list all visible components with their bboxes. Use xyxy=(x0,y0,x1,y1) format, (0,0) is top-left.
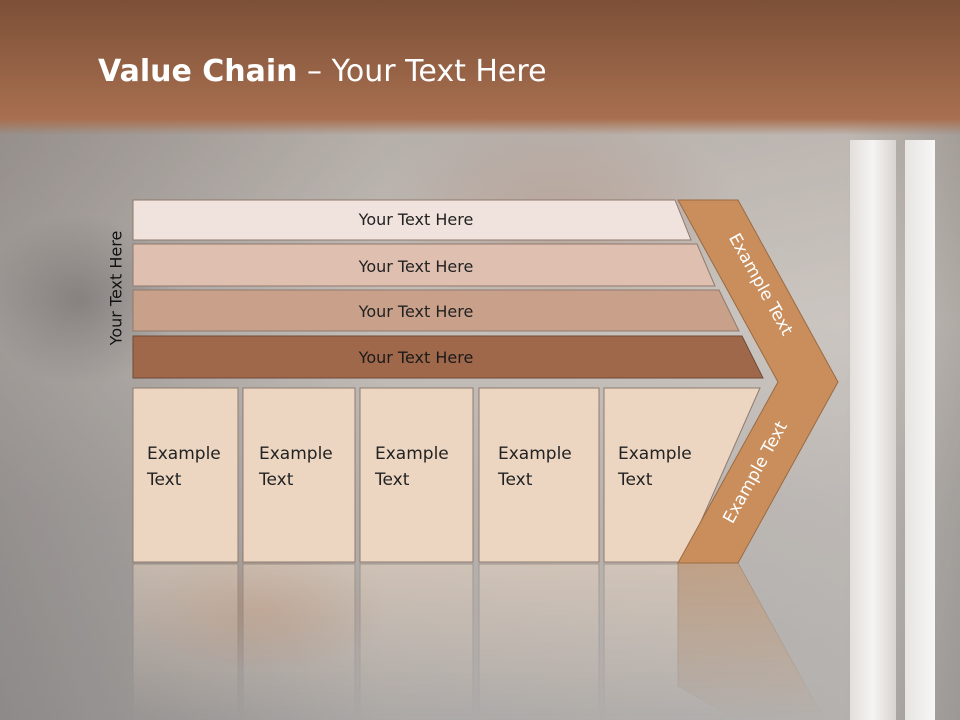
title-bar xyxy=(0,0,960,135)
row-label: Your Text Here xyxy=(358,210,474,229)
row-bar[interactable] xyxy=(132,199,692,241)
row-label: Your Text Here xyxy=(358,302,474,321)
row-bar[interactable] xyxy=(132,335,764,379)
row-bars: Your Text Here Your Text Here Your Text … xyxy=(132,199,764,379)
chevron-reflection xyxy=(677,562,826,720)
row-bar[interactable] xyxy=(132,289,740,332)
card-reflection xyxy=(478,563,600,720)
title-bold: Value Chain xyxy=(98,54,298,89)
card[interactable] xyxy=(242,387,356,563)
card-reflection xyxy=(242,563,356,720)
background-pillar xyxy=(850,140,896,720)
card[interactable] xyxy=(359,387,474,563)
slide-title[interactable]: Value Chain – Your Text Here xyxy=(98,54,547,89)
card[interactable] xyxy=(478,387,600,563)
background-pillar xyxy=(905,140,935,720)
row-label: Your Text Here xyxy=(358,348,474,367)
card-reflection xyxy=(132,563,239,720)
card-reflection xyxy=(359,563,474,720)
row-label: Your Text Here xyxy=(358,257,474,276)
row-bar[interactable] xyxy=(132,243,716,287)
reflection xyxy=(132,562,826,720)
card[interactable] xyxy=(132,387,239,563)
title-rest: – Your Text Here xyxy=(297,54,547,89)
